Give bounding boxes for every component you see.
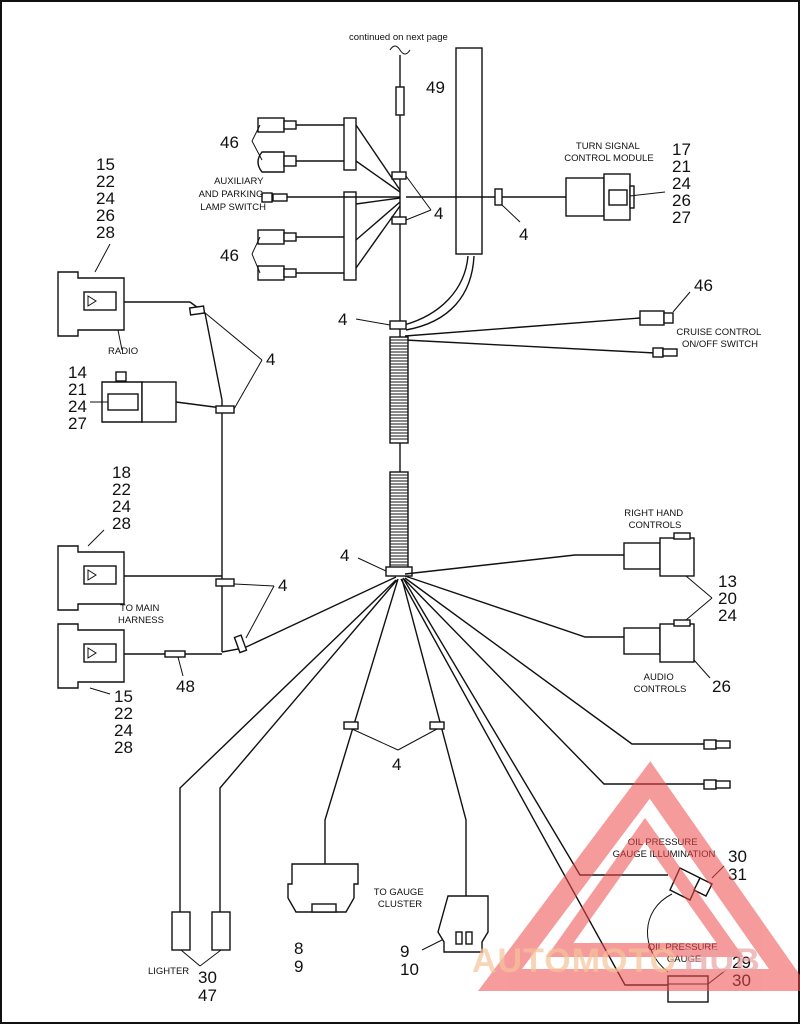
aux-switch-label: AUXILIARY AND PARKING LAMP SWITCH <box>199 176 267 213</box>
main-to-trunk-wire <box>221 576 397 653</box>
oil-bridge-wire <box>647 893 673 973</box>
sleeve-lower-ribs <box>390 474 408 566</box>
cruise-switch-plug <box>652 347 678 358</box>
plug-1 <box>703 739 731 750</box>
splice-radio-2 <box>215 405 235 414</box>
audio-controls-connector <box>623 619 695 663</box>
callout-26: 26 <box>712 677 731 696</box>
lighter-connector-b <box>211 911 231 951</box>
fuse-49 <box>395 86 405 116</box>
continued-note: continued on next page <box>349 32 448 43</box>
splice-turn <box>494 188 503 206</box>
watermark-text-1: AUTOMOTO <box>472 942 677 980</box>
lighter-connector-a <box>171 911 191 951</box>
rh-refs: 13 20 24 <box>718 572 742 625</box>
callout-4-gauge: 4 <box>392 755 401 774</box>
rh-controls-wire <box>404 554 624 575</box>
watermark-triangle-outer <box>478 761 800 991</box>
callout-48: 48 <box>176 677 195 696</box>
callout-4-lower-trunk: 4 <box>340 546 349 565</box>
radio-second-connector <box>101 371 177 423</box>
splice-upper-trunk <box>389 320 407 330</box>
plug-2 <box>703 779 731 790</box>
splice-radio-1 <box>188 305 206 316</box>
gauge-connector-left <box>287 863 359 913</box>
callout-4-turn: 4 <box>519 225 528 244</box>
lighter-label: LIGHTER <box>148 966 189 977</box>
lighter-wire-a <box>179 579 397 912</box>
gauge-wire-right <box>401 578 467 896</box>
aux-bracket-bottom <box>343 191 357 281</box>
cruise-connector <box>639 310 674 326</box>
callout-46-bottom: 46 <box>220 246 239 265</box>
right-hand-connector <box>623 532 695 577</box>
watermark-triangle-inner <box>546 817 744 957</box>
lighter-refs: 30 47 <box>198 968 222 1005</box>
main-top-refs: 18 22 24 28 <box>112 463 136 533</box>
main-bottom-refs: 15 22 24 28 <box>114 687 138 757</box>
callout-49: 49 <box>426 78 445 97</box>
aux-connector-c <box>257 229 297 245</box>
turn-module-label: TURN SIGNAL CONTROL MODULE <box>564 141 653 164</box>
audio-label: AUDIO CONTROLS <box>634 672 687 695</box>
main-harness-connector-top <box>57 545 125 611</box>
callout-4-main: 4 <box>278 576 287 595</box>
gauge-left-refs: 8 9 <box>294 939 308 976</box>
radio-label: RADIO <box>108 346 138 357</box>
gauge-wire-left <box>324 578 399 866</box>
radio-wire-a <box>189 301 223 401</box>
break-mark <box>389 45 411 55</box>
watermark-text-2: HUB <box>684 942 761 980</box>
cruise-label: CRUISE CONTROL ON/OFF SWITCH <box>676 327 763 350</box>
lighter-wire-b <box>219 579 398 912</box>
splice-gauge-2 <box>429 721 445 730</box>
splice-main-2 <box>233 634 248 654</box>
gauge-connector-right <box>437 895 489 953</box>
callout-4-radio: 4 <box>266 350 275 369</box>
gauge-right-refs: 9 10 <box>400 942 419 979</box>
aux-wire-1 <box>404 577 706 745</box>
aux-wire-2 <box>403 578 706 785</box>
callout-46-cruise: 46 <box>694 276 713 295</box>
right-hand-label: RIGHT HAND CONTROLS <box>624 508 686 531</box>
watermark-text: AUTOMOTO HUB <box>472 942 761 980</box>
radio-second-refs: 14 21 24 27 <box>68 363 92 433</box>
cruise-wire-a <box>404 317 641 337</box>
aux-connector-d <box>257 265 297 281</box>
watermark-logo <box>478 761 800 991</box>
cruise-wire-b <box>404 339 656 354</box>
splice-main-1 <box>215 578 235 587</box>
splice-gauge-1 <box>343 721 359 730</box>
conduit-wire-b <box>405 255 475 331</box>
splice-aux-2 <box>391 216 407 225</box>
main-harness-label: TO MAIN HARNESS <box>118 603 164 626</box>
splice-lower-trunk <box>385 566 413 577</box>
audio-controls-wire <box>404 575 624 638</box>
aux-bracket-top <box>343 117 357 171</box>
fuse-48 <box>164 650 186 658</box>
radio-wire-b <box>175 401 223 409</box>
callout-4-aux: 4 <box>434 204 443 223</box>
radio-top-refs: 15 22 24 26 28 <box>96 155 120 242</box>
main-harness-connector-bottom <box>57 623 125 689</box>
turn-signal-module <box>565 173 635 221</box>
gauge-cluster-label: TO GAUGE CLUSTER <box>374 887 427 910</box>
radio-connector <box>57 271 125 337</box>
sleeve-upper-ribs <box>390 339 408 440</box>
callout-46-top: 46 <box>220 133 239 152</box>
aux-connector-a <box>257 117 297 133</box>
conduit-tube <box>455 47 483 255</box>
aux-connector-b <box>257 151 297 173</box>
turn-module-refs: 17 21 24 26 27 <box>672 140 696 227</box>
callout-4-upper-trunk: 4 <box>338 310 347 329</box>
splice-aux-1 <box>391 171 407 180</box>
conduit-wire-a <box>403 255 469 326</box>
